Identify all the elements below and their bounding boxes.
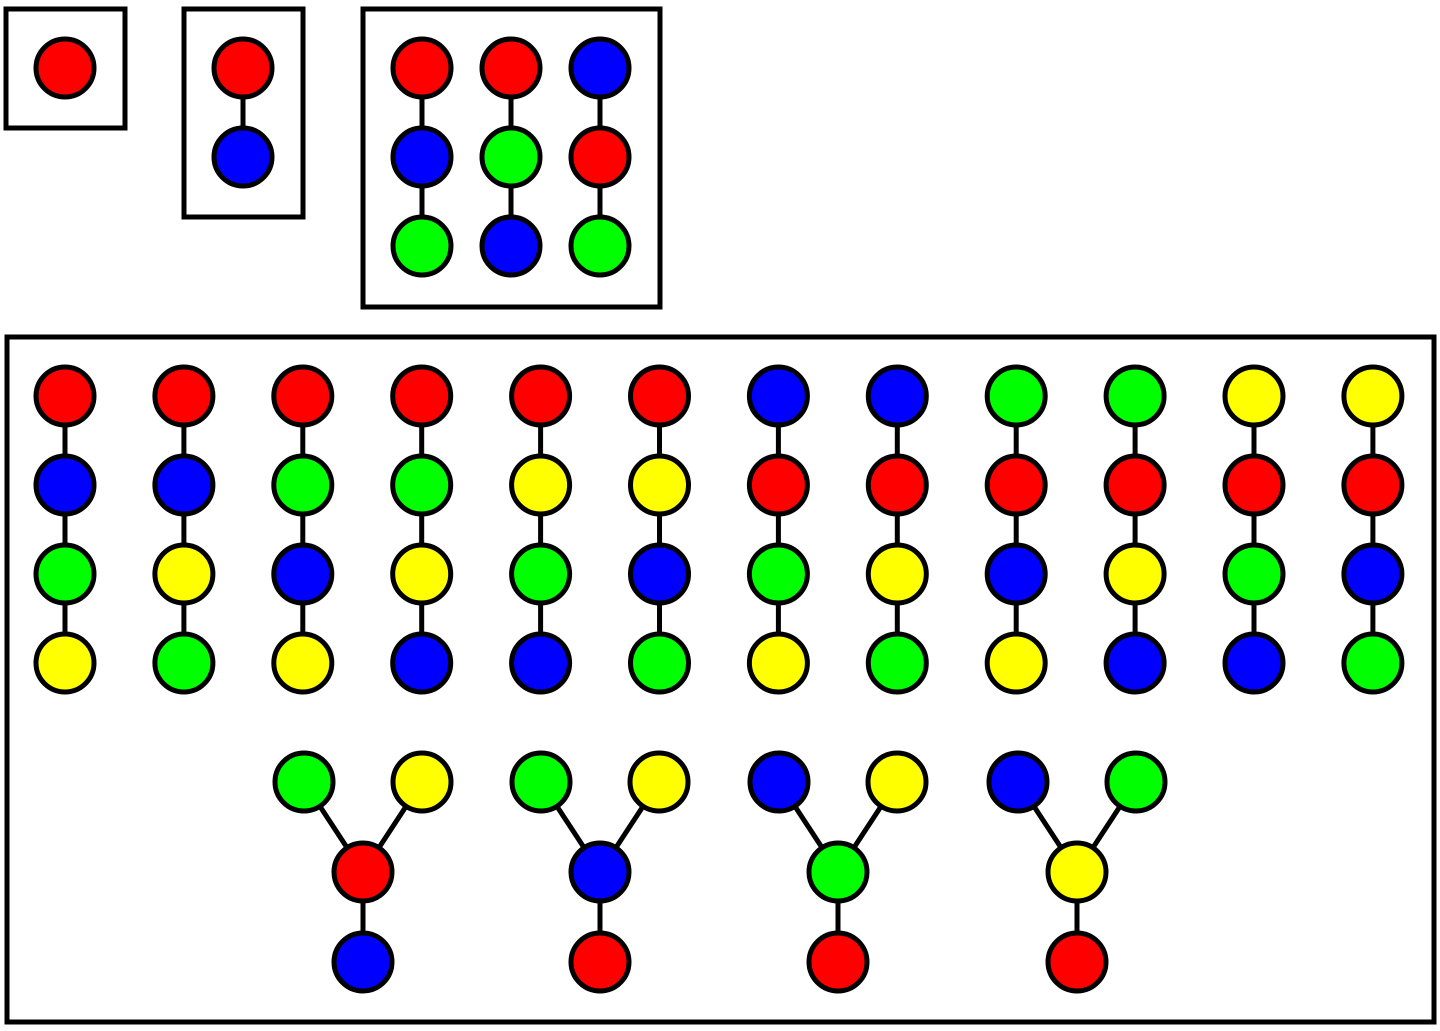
group-4-node-box	[4, 334, 1437, 1025]
yellow-node	[1045, 840, 1109, 904]
green-node	[509, 750, 573, 814]
green-node	[984, 364, 1048, 428]
blue-node	[211, 125, 275, 189]
red-node	[1222, 453, 1286, 517]
blue-node	[568, 36, 632, 100]
blue-node	[984, 542, 1048, 606]
green-node	[568, 214, 632, 278]
green-node	[390, 453, 454, 517]
green-node	[272, 750, 336, 814]
blue-node	[390, 125, 454, 189]
blue-node	[479, 214, 543, 278]
yellow-node	[1222, 364, 1286, 428]
blue-node	[33, 453, 97, 517]
yellow-node	[33, 631, 97, 695]
yellow-node	[628, 453, 691, 517]
blue-node	[747, 750, 811, 814]
blue-node	[1222, 631, 1286, 695]
red-node	[628, 364, 691, 428]
yellow-node	[865, 750, 929, 814]
blue-node	[331, 930, 395, 994]
green-node	[1103, 364, 1167, 428]
green-node	[271, 453, 335, 517]
blue-node	[509, 631, 573, 695]
green-node	[746, 542, 810, 606]
red-node	[479, 36, 543, 100]
yellow-node	[509, 453, 573, 517]
green-node	[865, 631, 929, 695]
red-node	[33, 364, 97, 428]
red-node	[1341, 453, 1405, 517]
red-node	[1103, 453, 1167, 517]
red-node	[211, 36, 275, 100]
green-node	[1341, 631, 1405, 695]
group-boxes	[3, 6, 1437, 1025]
yellow-node	[627, 750, 691, 814]
green-node	[1222, 542, 1286, 606]
blue-node	[1103, 631, 1167, 695]
blue-node	[1341, 542, 1405, 606]
yellow-node	[746, 631, 810, 695]
red-node	[984, 453, 1048, 517]
red-node	[152, 364, 216, 428]
green-node	[479, 125, 543, 189]
red-node	[806, 930, 870, 994]
red-node	[865, 453, 929, 517]
yellow-node	[865, 542, 929, 606]
yellow-node	[1103, 542, 1167, 606]
red-node	[509, 364, 573, 428]
red-node	[1045, 930, 1109, 994]
blue-node	[986, 750, 1050, 814]
group-2-node-box	[181, 6, 306, 220]
yellow-node	[390, 750, 454, 814]
blue-node	[271, 542, 335, 606]
red-node	[33, 36, 97, 100]
yellow-node	[984, 631, 1048, 695]
red-node	[331, 840, 395, 904]
nodes	[33, 36, 1405, 994]
red-node	[568, 930, 632, 994]
green-node	[806, 840, 870, 904]
green-node	[152, 631, 216, 695]
blue-node	[865, 364, 929, 428]
yellow-node	[152, 542, 216, 606]
green-node	[33, 542, 97, 606]
red-node	[390, 36, 454, 100]
blue-node	[390, 631, 454, 695]
blue-node	[628, 542, 691, 606]
blue-node	[746, 364, 810, 428]
group-1-node-box	[3, 6, 128, 131]
red-node	[271, 364, 335, 428]
blue-node	[152, 453, 216, 517]
group-3-node-box	[360, 6, 663, 310]
yellow-node	[271, 631, 335, 695]
yellow-node	[1341, 364, 1405, 428]
yellow-node	[390, 542, 454, 606]
green-node	[628, 631, 691, 695]
red-node	[746, 453, 810, 517]
green-node	[390, 214, 454, 278]
blue-node	[568, 840, 632, 904]
green-node	[509, 542, 573, 606]
red-node	[390, 364, 454, 428]
green-node	[1104, 750, 1168, 814]
red-node	[568, 125, 632, 189]
